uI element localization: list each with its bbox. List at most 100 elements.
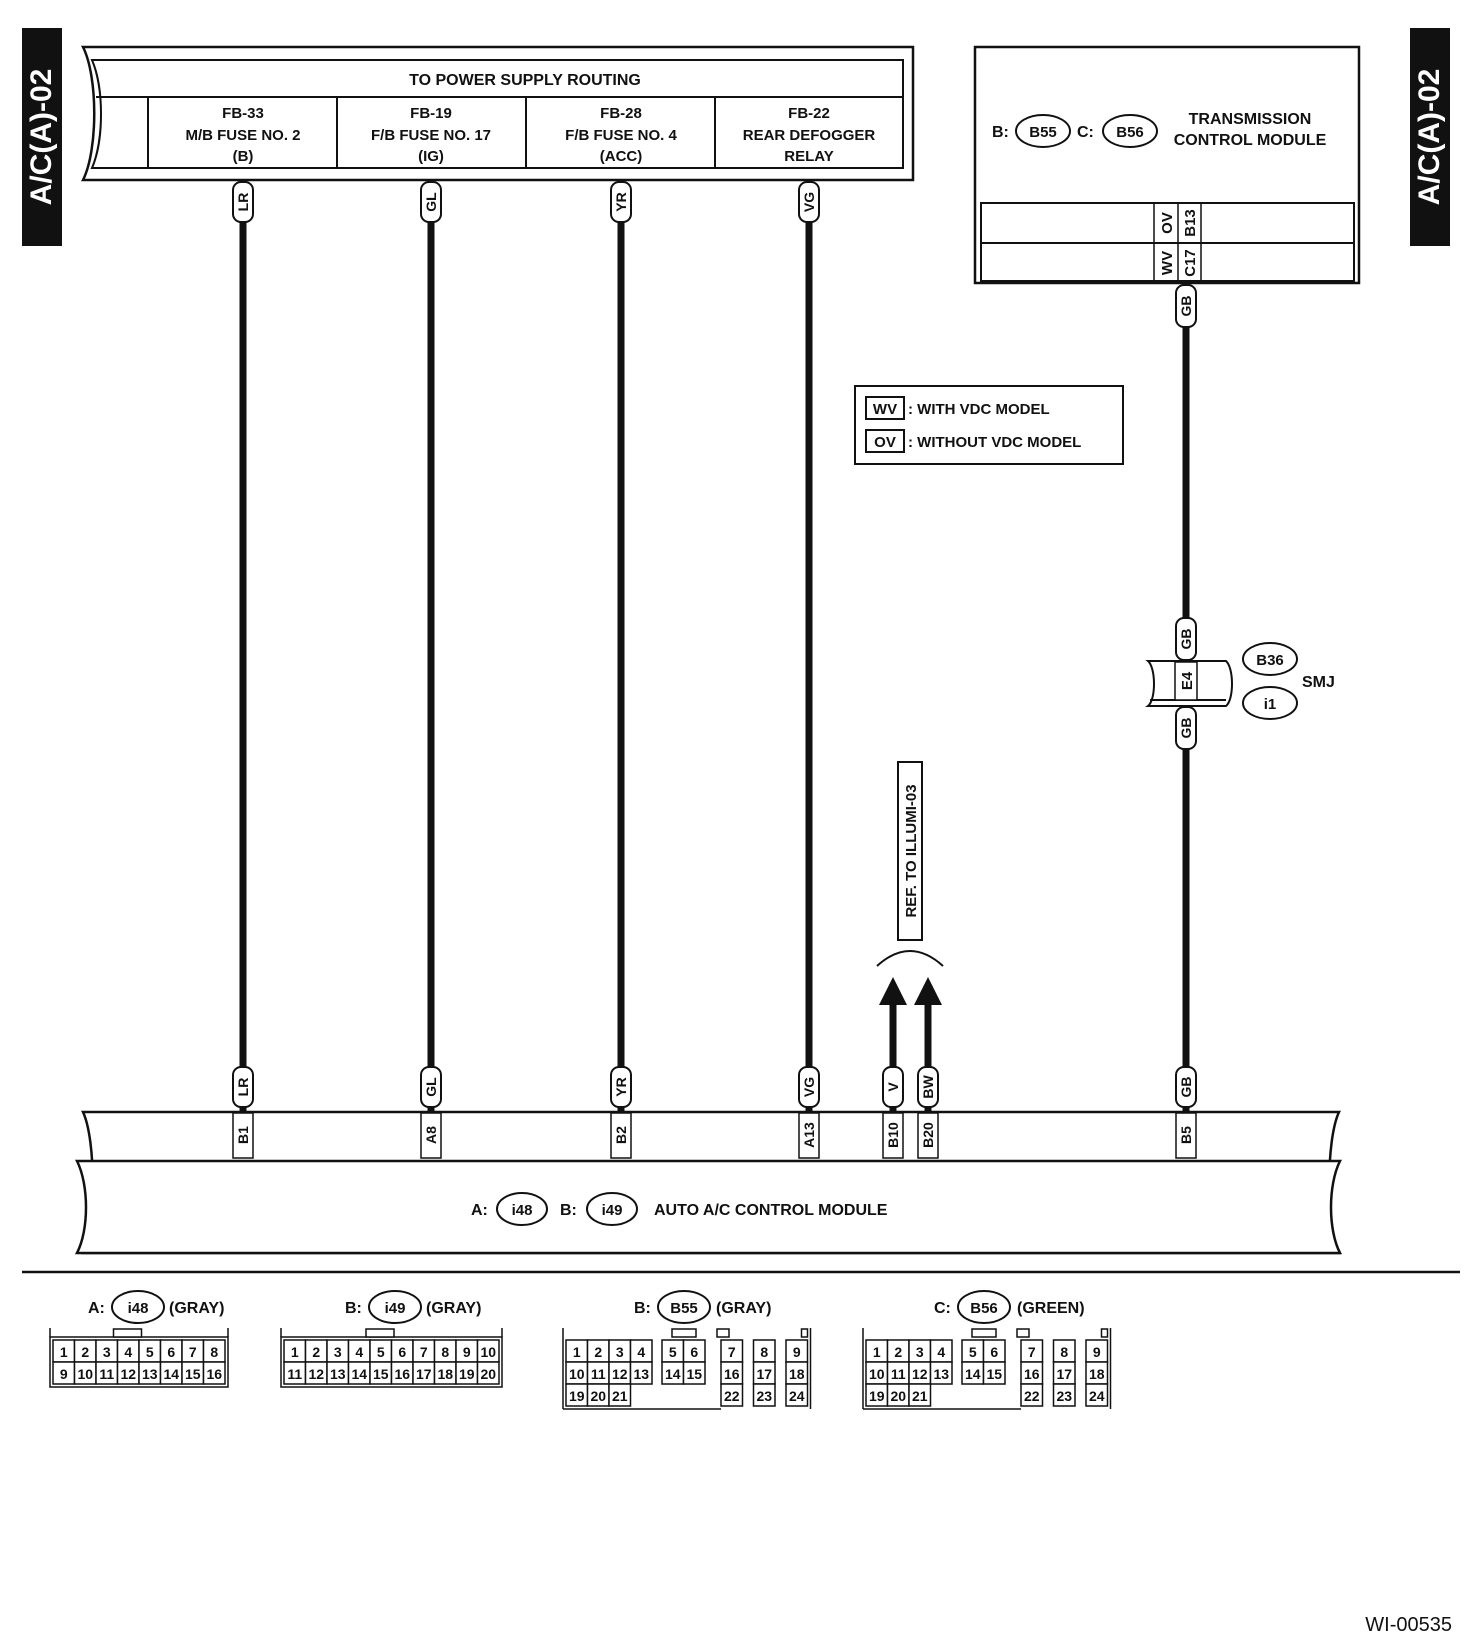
connector-pin: 1 xyxy=(60,1344,68,1360)
connector-pin: 12 xyxy=(912,1366,928,1382)
auto-ac-module: B1 A8 B2 A13 B10 B20 B5 A: i48 B: i49 AU… xyxy=(74,1110,1343,1255)
wire-tags-bottom: LR GL YR VG V BW GB xyxy=(232,1066,1197,1108)
fuse-fb19-line2: (IG) xyxy=(418,148,444,165)
wire-tag-bottom-yr: YR xyxy=(613,1077,629,1096)
fuse-fb19-line1: F/B FUSE NO. 17 xyxy=(371,127,491,144)
connector-pin: 5 xyxy=(377,1344,385,1360)
wire-tag-bottom-gl: GL xyxy=(423,1077,439,1097)
connector-pin: 13 xyxy=(933,1366,949,1382)
illumi-arrows: REF. TO ILLUMI-03 xyxy=(876,761,944,1005)
connector-pin: 6 xyxy=(690,1344,698,1360)
fuse-fb19-id: FB-19 xyxy=(410,105,452,122)
wires xyxy=(239,180,1190,1112)
conn-i48-prefix: A: xyxy=(88,1300,105,1317)
connector-pin: 17 xyxy=(416,1366,432,1382)
connector-pin: 5 xyxy=(146,1344,154,1360)
connector-pin: 18 xyxy=(437,1366,453,1382)
tcm-prefix-c: C: xyxy=(1077,124,1094,141)
connector-pin: 23 xyxy=(756,1388,772,1404)
wire-tag-bottom-gb: GB xyxy=(1178,1077,1194,1098)
tcm-conn-b55: B55 xyxy=(1029,124,1057,141)
fuse-fb22-line2: RELAY xyxy=(784,148,833,165)
connector-pin: 15 xyxy=(373,1366,389,1382)
connector-pin: 10 xyxy=(77,1366,93,1382)
tcm-name-line1: TRANSMISSION xyxy=(1189,111,1312,128)
connector-pin: 16 xyxy=(724,1366,740,1382)
connector-pin: 14 xyxy=(351,1366,367,1382)
power-box-title: TO POWER SUPPLY ROUTING xyxy=(409,72,641,89)
connector-pin: 23 xyxy=(1056,1388,1072,1404)
wire-tag-top-lr: LR xyxy=(235,193,251,212)
connector-pin: 3 xyxy=(616,1344,624,1360)
tcm-box: B: B55 C: B56 TRANSMISSION CONTROL MODUL… xyxy=(973,45,1361,285)
tcm-code-wv: WV xyxy=(1159,251,1176,275)
fuse-fb33-line1: M/B FUSE NO. 2 xyxy=(185,127,300,144)
connector-pin: 19 xyxy=(869,1388,885,1404)
connector-pin: 20 xyxy=(590,1388,606,1404)
connector-pin: 3 xyxy=(916,1344,924,1360)
connector-pin: 19 xyxy=(569,1388,585,1404)
connector-pin: 1 xyxy=(873,1344,881,1360)
connector-pin: 8 xyxy=(1060,1344,1068,1360)
module-pin-b20: B20 xyxy=(920,1122,936,1148)
conn-b56-color: (GREEN) xyxy=(1017,1300,1085,1317)
module-pin-b10: B10 xyxy=(885,1122,901,1148)
connector-pin: 22 xyxy=(724,1388,740,1404)
legend-text-wv: : WITH VDC MODEL xyxy=(908,401,1050,418)
conn-i48-color: (GRAY) xyxy=(169,1300,224,1317)
connector-pin: 5 xyxy=(669,1344,677,1360)
tcm-conn-b56: B56 xyxy=(1116,124,1144,141)
connector-pin: 6 xyxy=(990,1344,998,1360)
wire-tag-bottom-lr: LR xyxy=(235,1078,251,1097)
wire-tag-top-gl: GL xyxy=(423,192,439,212)
connector-pin: 13 xyxy=(633,1366,649,1382)
conn-b56-id: B56 xyxy=(970,1300,998,1317)
connector-pin: 10 xyxy=(480,1344,496,1360)
connector-pin: 11 xyxy=(287,1366,302,1382)
connector-pin: 3 xyxy=(334,1344,342,1360)
conn-b55-id: B55 xyxy=(670,1300,698,1317)
connector-latch xyxy=(716,1328,730,1338)
legend-text-ov: : WITHOUT VDC MODEL xyxy=(908,434,1081,451)
connector-pin: 21 xyxy=(612,1388,628,1404)
connector-pin: 24 xyxy=(789,1388,805,1404)
conn-i49-color: (GRAY) xyxy=(426,1300,481,1317)
module-pin-a8: A8 xyxy=(423,1126,439,1144)
module-pin-b5: B5 xyxy=(1178,1126,1194,1144)
connector-pin: 15 xyxy=(686,1366,702,1382)
connector-pin: 11 xyxy=(891,1366,906,1382)
legend-code-ov: OV xyxy=(874,434,896,451)
conn-b55-prefix: B: xyxy=(634,1300,651,1317)
connector-pin: 7 xyxy=(1028,1344,1036,1360)
tcm-pin-b13: B13 xyxy=(1182,209,1199,237)
smj-conn-i1: i1 xyxy=(1264,696,1277,713)
connector-latch xyxy=(112,1328,143,1338)
connector-pin: 14 xyxy=(665,1366,681,1382)
tcm-code-ov: OV xyxy=(1159,212,1176,234)
connector-pin: 14 xyxy=(163,1366,179,1382)
connector-latch xyxy=(365,1328,395,1338)
module-prefix-a: A: xyxy=(471,1202,488,1219)
connector-pin: 8 xyxy=(210,1344,218,1360)
connector-pin: 11 xyxy=(99,1366,114,1382)
connector-latch xyxy=(671,1328,697,1338)
smj-connector: E4 B36 i1 SMJ xyxy=(1145,642,1335,720)
connector-pin: 3 xyxy=(103,1344,111,1360)
connector-pin: 16 xyxy=(206,1366,222,1382)
connector-latch xyxy=(1100,1328,1109,1338)
fuse-fb28-line2: (ACC) xyxy=(600,148,643,165)
connector-pin: 20 xyxy=(890,1388,906,1404)
wire-tag-bottom-bw: BW xyxy=(920,1075,936,1099)
page-tab-right: A/C(A)-02 xyxy=(1410,28,1450,246)
module-prefix-b: B: xyxy=(560,1202,577,1219)
connector-pin: 5 xyxy=(969,1344,977,1360)
connector-pin: 4 xyxy=(637,1344,645,1360)
connector-pin: 19 xyxy=(459,1366,475,1382)
connector-pin: 4 xyxy=(124,1344,132,1360)
wire-tag-bottom-v: V xyxy=(885,1082,901,1092)
